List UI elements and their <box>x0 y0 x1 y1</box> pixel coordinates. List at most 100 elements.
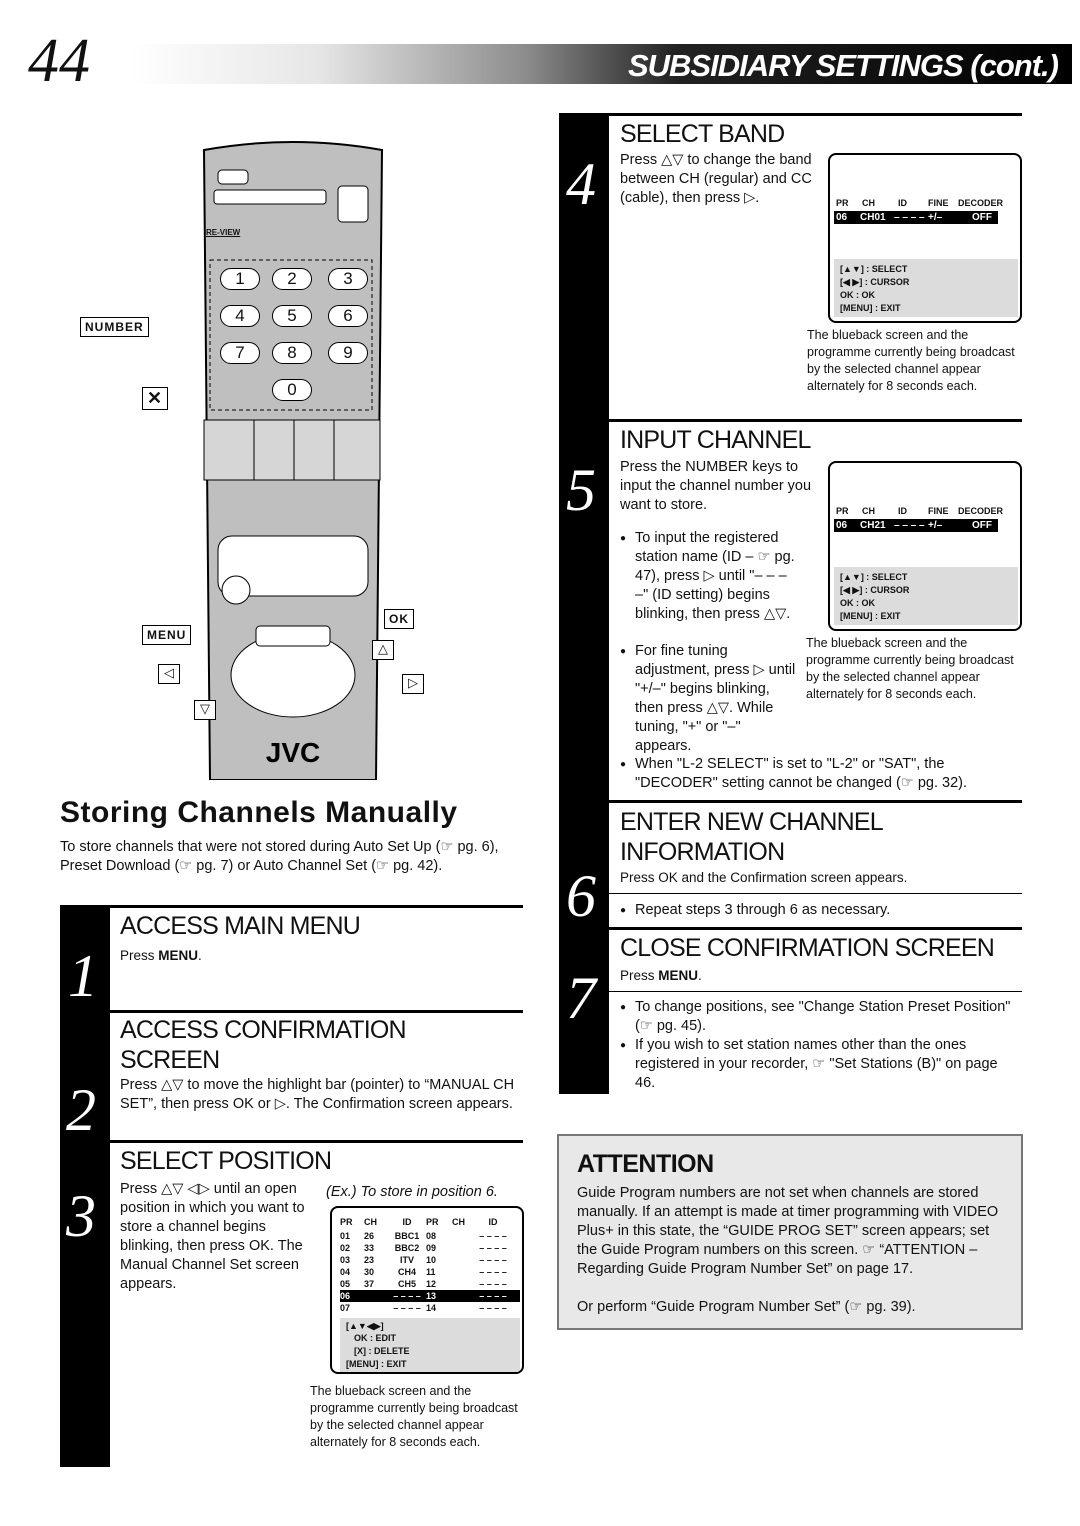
step-2-heading-line1: ACCESS CONFIRMATION <box>120 1016 407 1044</box>
step-4-caption: The blueback screen and the programme cu… <box>807 328 1015 393</box>
remote-control-illustration: JVC <box>202 141 384 780</box>
step-number-4: 4 <box>566 151 596 217</box>
review-label: RE-VIEW <box>206 228 241 237</box>
osd-key-line: [◀ ▶] : CURSOR <box>840 585 910 595</box>
brand-logo: JVC <box>266 737 320 768</box>
step-number-3: 3 <box>66 1183 96 1249</box>
step-3-heading: SELECT POSITION <box>120 1147 332 1175</box>
step-7-text: Press MENU. <box>620 968 702 983</box>
up-arrow-icon: △ <box>372 640 394 660</box>
step-6-text: Press OK and the Confirmation screen app… <box>620 870 908 885</box>
osd-key-line: [▲▼] : SELECT <box>840 264 908 274</box>
attention-title: ATTENTION <box>577 1150 714 1178</box>
key-8[interactable]: 8 <box>272 342 312 364</box>
left-step-bar <box>60 905 110 1467</box>
key-6[interactable]: 6 <box>328 305 368 327</box>
step-7-bullet-1: To change positions, see "Change Station… <box>620 998 1020 1036</box>
step-number-2: 2 <box>66 1077 96 1143</box>
step-2-heading-line2: SCREEN <box>120 1046 220 1074</box>
osd-key-line: OK : EDIT <box>354 1333 396 1343</box>
intro-paragraph: To store channels that were not stored d… <box>60 839 499 874</box>
key-4[interactable]: 4 <box>220 305 260 327</box>
left-arrow-icon: ◁ <box>158 664 180 684</box>
number-callout: NUMBER <box>80 317 149 337</box>
step-6-heading-line1: ENTER NEW CHANNEL <box>620 808 884 836</box>
key-7[interactable]: 7 <box>220 342 260 364</box>
step-5-bullet-2: For fine tuning adjustment, press ▷ unti… <box>620 642 800 756</box>
attention-text: Guide Program numbers are not set when c… <box>577 1185 999 1277</box>
step-6-bullet: Repeat steps 3 through 6 as necessary. <box>620 901 1020 920</box>
step-4-text: Press △▽ to change the band between CH (… <box>620 152 812 206</box>
right-step-bar <box>559 113 609 1094</box>
key-5[interactable]: 5 <box>272 305 312 327</box>
key-9[interactable]: 9 <box>328 342 368 364</box>
step-5-text: Press the NUMBER keys to input the chann… <box>620 459 812 513</box>
step-4-heading: SELECT BAND <box>620 120 785 148</box>
step-6-rule <box>609 800 1022 803</box>
step-6-heading-line2: INFORMATION <box>620 838 785 866</box>
step-5-rule <box>609 419 1022 422</box>
key-2[interactable]: 2 <box>272 268 312 290</box>
x-callout: ✕ <box>142 387 169 410</box>
osd-key-line: OK : OK <box>840 598 875 608</box>
down-arrow-icon: ▽ <box>194 700 216 720</box>
step-3-text: Press △▽ ◁▷ until an open position in wh… <box>120 1181 305 1292</box>
page-number: 44 <box>28 27 90 95</box>
step-number-6: 6 <box>566 863 596 929</box>
attention-box: ATTENTION Guide Program numbers are not … <box>557 1134 1023 1330</box>
step-7-bullet-2: If you wish to set station names other t… <box>620 1036 1020 1093</box>
osd-key-line: [MENU] : EXIT <box>840 611 901 621</box>
osd-key-line: [MENU] : EXIT <box>840 303 901 313</box>
step-4-rule <box>609 113 1022 116</box>
step-3-rule <box>110 1140 523 1143</box>
menu-callout: MENU <box>142 625 192 645</box>
osd-key-line: [X] : DELETE <box>354 1346 410 1356</box>
osd-key-line: [◀ ▶] : CURSOR <box>840 277 910 287</box>
osd-keys-panel: [▲▼◀▶] OK : EDIT [X] : DELETE [MENU] : E… <box>340 1318 520 1372</box>
step-5-caption: The blueback screen and the programme cu… <box>806 636 1014 701</box>
step-7-rule <box>609 927 1022 930</box>
osd-key-line: [MENU] : EXIT <box>346 1359 407 1369</box>
ok-callout: OK <box>384 609 414 629</box>
key-3[interactable]: 3 <box>328 268 368 290</box>
osd-key-line: [▲▼] : SELECT <box>840 572 908 582</box>
number-keypad: 1 2 3 4 5 6 7 8 9 0 <box>214 268 374 401</box>
page-heading: Storing Channels Manually <box>60 796 458 829</box>
step-5-heading: INPUT CHANNEL <box>620 426 811 454</box>
step-2-rule <box>110 1010 523 1013</box>
step-number-5: 5 <box>566 457 596 523</box>
step-3-caption: The blueback screen and the programme cu… <box>310 1384 518 1449</box>
step-1-rule <box>110 905 523 908</box>
step-number-1: 1 <box>68 943 98 1009</box>
step-5-bullet-1: To input the registered station name (ID… <box>620 529 800 624</box>
step-7-divider <box>609 991 1022 992</box>
osd-key-line: OK : OK <box>840 290 875 300</box>
step-2-text: Press △▽ to move the highlight bar (poin… <box>120 1077 515 1112</box>
osd-keys-panel: [▲▼] : SELECT [◀ ▶] : CURSOR OK : OK [ME… <box>834 259 1018 317</box>
attention-text-2: Or perform “Guide Program Number Set” (☞… <box>577 1299 916 1315</box>
step-1-heading: ACCESS MAIN MENU <box>120 912 361 940</box>
osd-keys-panel: [▲▼] : SELECT [◀ ▶] : CURSOR OK : OK [ME… <box>834 567 1018 625</box>
right-arrow-icon: ▷ <box>402 674 424 694</box>
osd-position-row: 07– – – –14– – – – <box>340 1303 507 1313</box>
step-7-heading: CLOSE CONFIRMATION SCREEN <box>620 934 995 962</box>
key-0[interactable]: 0 <box>272 379 312 401</box>
section-title: SUBSIDIARY SETTINGS (cont.) <box>627 48 1059 83</box>
step-3-example: (Ex.) To store in position 6. <box>326 1184 498 1200</box>
key-1[interactable]: 1 <box>220 268 260 290</box>
header-band: SUBSIDIARY SETTINGS (cont.) <box>130 44 1072 84</box>
step-5-bullet-3: When "L-2 SELECT" is set to "L-2" or "SA… <box>620 755 1020 793</box>
